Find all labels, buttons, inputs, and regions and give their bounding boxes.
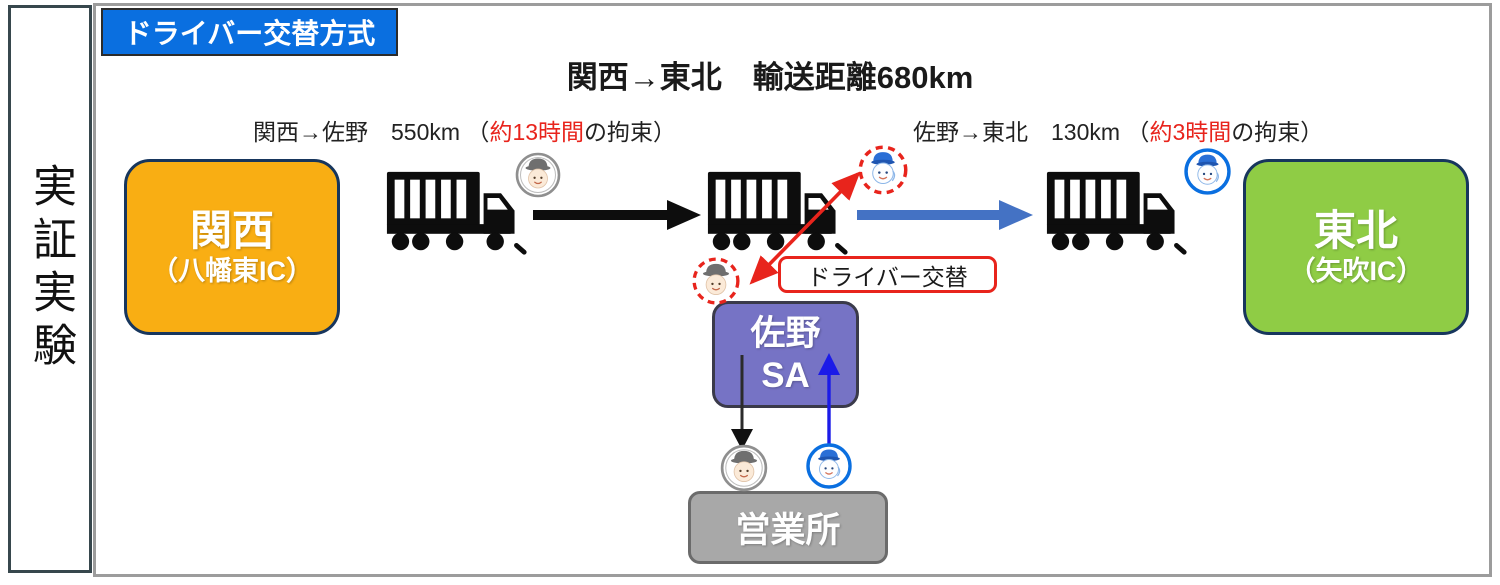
node-tohoku: 東北 （矢吹IC） bbox=[1243, 159, 1469, 335]
route-left-highlight: 約13時間 bbox=[489, 119, 585, 145]
driver-blue-cap-icon-swap-in bbox=[858, 145, 908, 195]
driver-exchange-label: ドライバー交替 bbox=[807, 263, 968, 290]
node-office: 営業所 bbox=[688, 491, 888, 564]
truck-icon-3 bbox=[1046, 171, 1187, 255]
driver-blue-cap-icon-leg2 bbox=[1184, 148, 1231, 195]
method-tag: ドライバー交替方式 bbox=[101, 8, 398, 56]
route-right-post: の拘束） bbox=[1231, 119, 1324, 145]
red-swap-arrow bbox=[749, 171, 861, 285]
truck-icon-1 bbox=[386, 171, 527, 255]
driver-gray-hat-icon-swap-out bbox=[692, 257, 740, 305]
driver-up-arrow bbox=[818, 353, 840, 451]
driver-gray-hat-icon-office bbox=[720, 444, 768, 492]
driver-down-arrow bbox=[731, 355, 753, 450]
page-title: 関西→東北 輸送距離680km bbox=[566, 60, 974, 95]
route-right-highlight: 約3時間 bbox=[1149, 119, 1232, 145]
node-sano-sa: 佐野 SA bbox=[712, 301, 859, 408]
driver-blue-cap-icon-office bbox=[806, 443, 852, 489]
route-right-pre: 佐野→東北 130km （ bbox=[913, 119, 1150, 145]
route-label-sano-tohoku: 佐野→東北 130km （約3時間の拘束） bbox=[913, 113, 1323, 147]
node-kansai: 関西 （八幡東IC） bbox=[124, 159, 340, 335]
experiment-label: 実証実験 bbox=[26, 163, 75, 375]
sano-line1: 佐野 bbox=[750, 314, 821, 354]
driver-exchange-callout: ドライバー交替 bbox=[778, 256, 997, 293]
blue-route-arrow bbox=[857, 200, 1033, 230]
black-route-arrow bbox=[533, 200, 701, 230]
kansai-subtitle: （八幡東IC） bbox=[151, 255, 313, 286]
sano-line2: SA bbox=[761, 355, 810, 395]
kansai-title: 関西 bbox=[189, 206, 274, 254]
experiment-sidebar: 実証実験 bbox=[8, 5, 92, 573]
driver-gray-hat-icon-leg1 bbox=[515, 152, 561, 198]
route-label-kansai-sano: 関西→佐野 550km （約13時間の拘束） bbox=[253, 113, 676, 147]
tohoku-title: 東北 bbox=[1313, 206, 1398, 254]
tohoku-subtitle: （矢吹IC） bbox=[1288, 255, 1424, 286]
route-left-post: の拘束） bbox=[584, 119, 677, 145]
method-tag-label: ドライバー交替方式 bbox=[123, 18, 376, 49]
route-left-pre: 関西→佐野 550km （ bbox=[253, 119, 490, 145]
office-label: 営業所 bbox=[735, 511, 841, 550]
